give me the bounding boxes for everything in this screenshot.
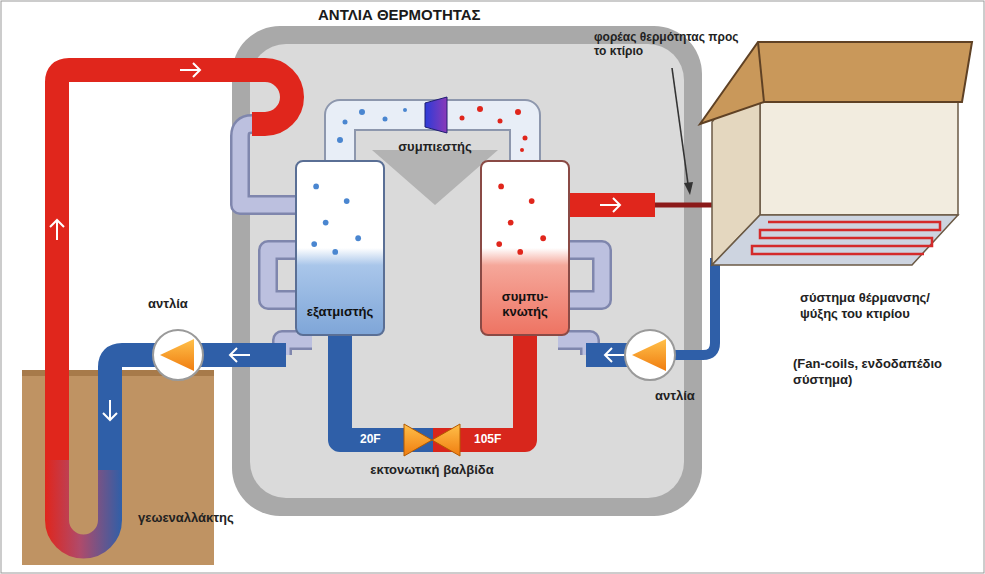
ground-loop (57, 458, 110, 546)
bubble (529, 198, 535, 204)
component-label: γεωεναλλάκτης (138, 510, 258, 526)
supply-line (655, 203, 714, 208)
expansion-valve (404, 424, 432, 456)
system-label: σύστημα θέρμανσης/ψύξης του κτιρίου (800, 290, 930, 321)
compressor-symbol (425, 97, 447, 133)
bubble (332, 249, 338, 255)
bubble (496, 241, 502, 247)
house-floor (712, 215, 958, 265)
leader-arrowhead (684, 182, 693, 195)
leader-line (672, 68, 688, 184)
component-label: εκτονωτική βαλβίδα (347, 462, 517, 478)
bubble (323, 220, 329, 226)
bubble (498, 184, 504, 190)
evaporator-tank: εξατμιστής (295, 160, 385, 336)
refrigerant-liquid-pipe (340, 336, 525, 440)
system-label: (Fan-coils, ενδοδαπέδιο σύστημα) (793, 356, 953, 387)
floor-heating-loop (752, 222, 940, 254)
temperature-label: 105F (472, 432, 503, 446)
bubble (355, 235, 361, 241)
component-label: συμπιεστής (385, 139, 485, 155)
bubble (311, 241, 317, 247)
house-roof (700, 42, 972, 124)
callout-label: φορέας θερμότητας προς το κτίριο (594, 30, 744, 59)
house-back-wall (760, 100, 958, 215)
bubble (508, 220, 514, 226)
hot-brine-pipe (57, 70, 292, 472)
diagram-title: ΑΝΤΛΙΑ ΘΕΡΜΟΤΗΤΑΣ (318, 6, 481, 23)
cold-brine-pipe (110, 355, 286, 470)
pump-label: αντλία (148, 296, 218, 312)
bubble (540, 235, 546, 241)
pump-symbol (160, 339, 194, 371)
pump-symbol (632, 339, 666, 371)
temperature-label: 20F (358, 432, 383, 446)
supply-pipe (560, 193, 655, 217)
roof-edge (758, 42, 764, 102)
pump-symbol (625, 330, 675, 380)
expansion-valve (432, 424, 460, 456)
bubble (344, 198, 350, 204)
pump-symbol (153, 330, 203, 380)
bubble (313, 184, 319, 190)
housing-inner (250, 44, 684, 498)
bubble (517, 249, 523, 255)
vapour-bubbles (337, 108, 407, 143)
pump-label: αντλία (655, 388, 725, 404)
condenser-tank: συμπυ- κνωτής (480, 160, 570, 336)
component-name: συμπυ- κνωτής (502, 289, 548, 320)
component-name: εξατμιστής (307, 304, 374, 320)
